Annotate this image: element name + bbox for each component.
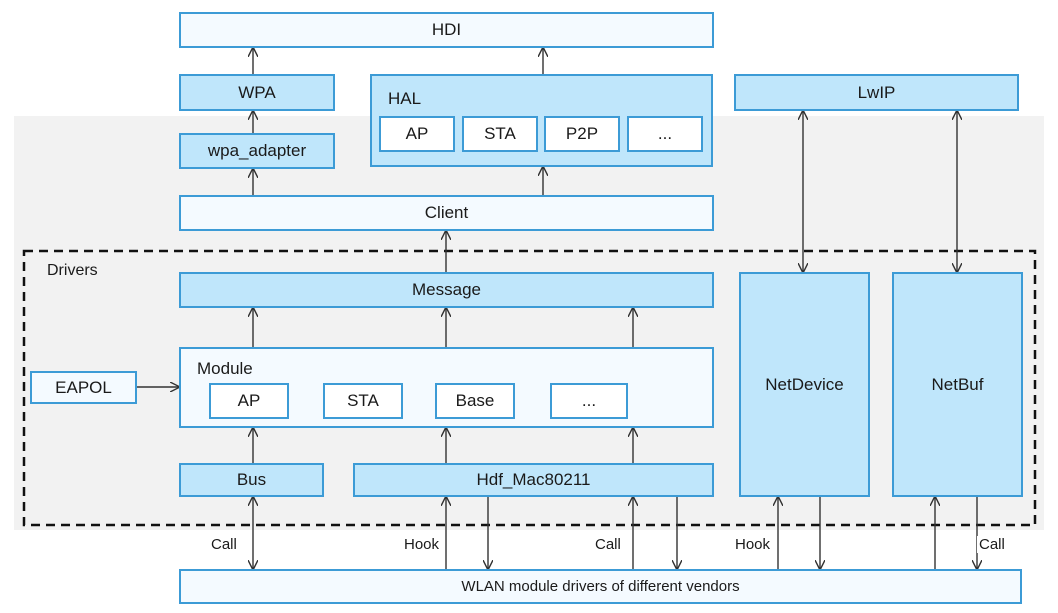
background-band <box>14 116 1044 530</box>
wpa-adapter-box: wpa_adapter <box>179 133 335 169</box>
eapol-box: EAPOL <box>30 371 137 404</box>
call-label-mac: Call <box>593 536 623 553</box>
vendor-drivers-box: WLAN module drivers of different vendors <box>179 569 1022 604</box>
hal-label: HAL <box>388 89 422 108</box>
module-sta-box: STA <box>323 383 403 419</box>
hook-label-mac: Hook <box>402 536 442 553</box>
module-ap-box: AP <box>209 383 289 419</box>
lwip-box: LwIP <box>734 74 1019 111</box>
hal-sta-box: STA <box>462 116 538 152</box>
wpa-box: WPA <box>179 74 335 111</box>
hook-label-netdevice: Hook <box>733 536 773 553</box>
hdf-mac80211-box: Hdf_Mac80211 <box>353 463 714 497</box>
netdevice-box: NetDevice <box>739 272 870 497</box>
call-label-bus: Call <box>209 536 239 553</box>
hal-p2p-box: P2P <box>544 116 620 152</box>
netbuf-box: NetBuf <box>892 272 1023 497</box>
drivers-label: Drivers <box>47 262 98 279</box>
hdi-box: HDI <box>179 12 714 48</box>
module-base-box: Base <box>435 383 515 419</box>
client-box: Client <box>179 195 714 231</box>
hal-ap-box: AP <box>379 116 455 152</box>
hal-more-box: ... <box>627 116 703 152</box>
module-label: Module <box>197 359 253 378</box>
drivers-boundary <box>22 249 1037 527</box>
message-box: Message <box>179 272 714 308</box>
bus-box: Bus <box>179 463 324 497</box>
module-more-box: ... <box>550 383 628 419</box>
call-label-netbuf: Call <box>977 536 1007 553</box>
